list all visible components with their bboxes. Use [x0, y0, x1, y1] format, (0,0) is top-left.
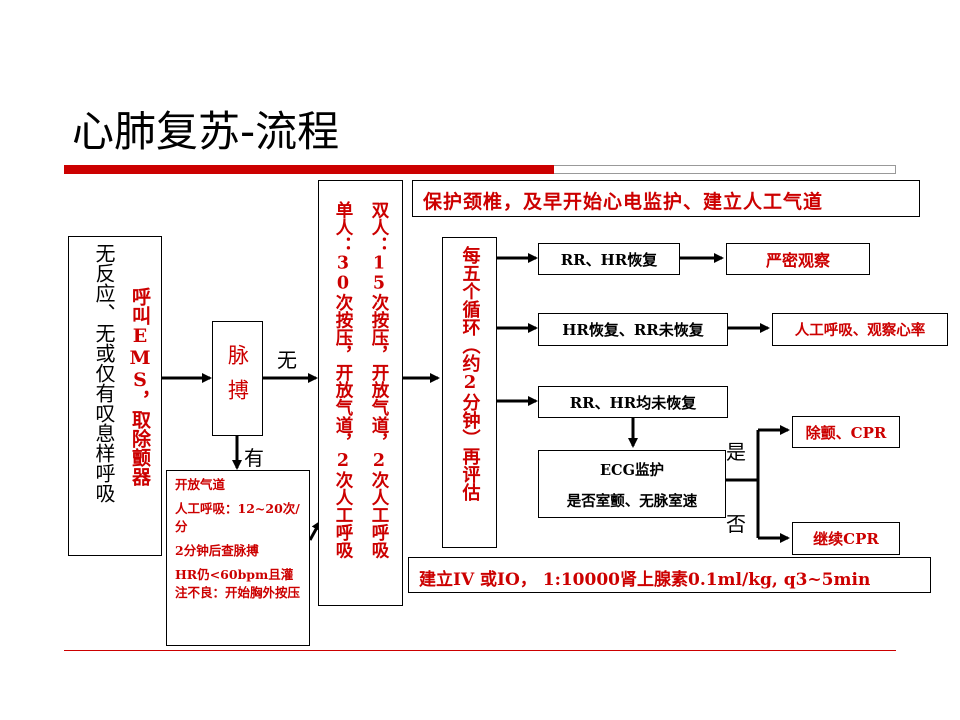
hr-low-text: HR仍<60bpm且灌注不良：开始胸外按压: [175, 567, 301, 600]
close-observe-text: 严密观察: [765, 251, 830, 270]
continue-cpr-text: 继续CPR: [813, 530, 879, 548]
protect-spine-box: 保护颈椎，及早开始心电监护、建立人工气道: [412, 180, 920, 217]
page-title: 心肺复苏-流程: [72, 107, 340, 156]
rr-hr-recover-text: RR、HR恢复: [560, 250, 658, 269]
rr-hr-not-recover-box: RR、HR均未恢复: [538, 386, 728, 418]
single-rescuer-text: 单人：30次按压，开放气道，2次人工呼吸: [333, 201, 353, 559]
no-response-box: 无反应、无或仅有叹息样呼吸 呼叫EMS，取除颤器: [68, 236, 162, 556]
artificial-breath-text: 人工呼吸、观察心率: [794, 322, 926, 339]
defib-cpr-text: 除颤、CPR: [805, 423, 887, 442]
iv-io-box: 建立IV 或IO， 1:10000肾上腺素0.1ml/kg, q3~5min: [408, 557, 931, 593]
label-have-pulse: 有: [244, 446, 264, 470]
double-rescuer-text: 双人：15次按压，开放气道，2次人工呼吸: [369, 201, 389, 559]
ecg-monitor-box: ECG监护 是否室颤、无脉室速: [538, 450, 726, 518]
reassess-box: 每五个循环（约2分钟）再评估: [442, 237, 497, 548]
defib-cpr-box: 除颤、CPR: [792, 416, 900, 448]
hr-recover-rr-not-text: HR恢复、RR未恢复: [562, 321, 704, 339]
pulse-present-box: 开放气道 人工呼吸：12~20次/分 2分钟后查脉搏 HR仍<60bpm且灌注不…: [166, 470, 310, 646]
call-ems-text: 呼叫EMS，取除颤器: [129, 287, 151, 486]
vf-question-text: 是否室颤、无脉室速: [566, 493, 698, 510]
iv-io-text: 建立IV 或IO， 1:10000肾上腺素0.1ml/kg, q3~5min: [419, 570, 871, 590]
bottom-divider: [64, 650, 896, 651]
close-observe-box: 严密观察: [726, 243, 870, 275]
pulse-box: 脉搏: [212, 321, 263, 436]
title-underline-red: [64, 165, 554, 174]
recheck-pulse-text: 2分钟后查脉搏: [175, 543, 259, 558]
continue-cpr-box: 继续CPR: [792, 522, 900, 555]
breathing-rate-text: 人工呼吸：12~20次/分: [175, 501, 300, 534]
rr-hr-not-recover-text: RR、HR均未恢复: [569, 393, 697, 412]
label-no-pulse: 无: [277, 348, 297, 372]
rr-hr-recover-box: RR、HR恢复: [538, 243, 680, 275]
artificial-breath-box: 人工呼吸、观察心率: [772, 313, 948, 346]
title-underline-gray: [554, 165, 896, 174]
ecg-monitor-text: ECG监护: [600, 462, 664, 479]
hr-recover-rr-not-box: HR恢复、RR未恢复: [538, 313, 728, 346]
reassess-text: 每五个循环（约2分钟）再评估: [459, 246, 481, 501]
protect-spine-text: 保护颈椎，及早开始心电监护、建立人工气道: [423, 191, 824, 213]
no-response-text: 无反应、无或仅有叹息样呼吸: [92, 243, 116, 503]
label-yes: 是: [726, 440, 746, 464]
open-airway-text: 开放气道: [175, 477, 226, 492]
label-no-vf: 否: [726, 512, 746, 536]
pulse-text: 脉搏: [225, 343, 250, 414]
cpr-rescuer-box: 双人：15次按压，开放气道，2次人工呼吸 单人：30次按压，开放气道，2次人工呼…: [318, 180, 403, 606]
